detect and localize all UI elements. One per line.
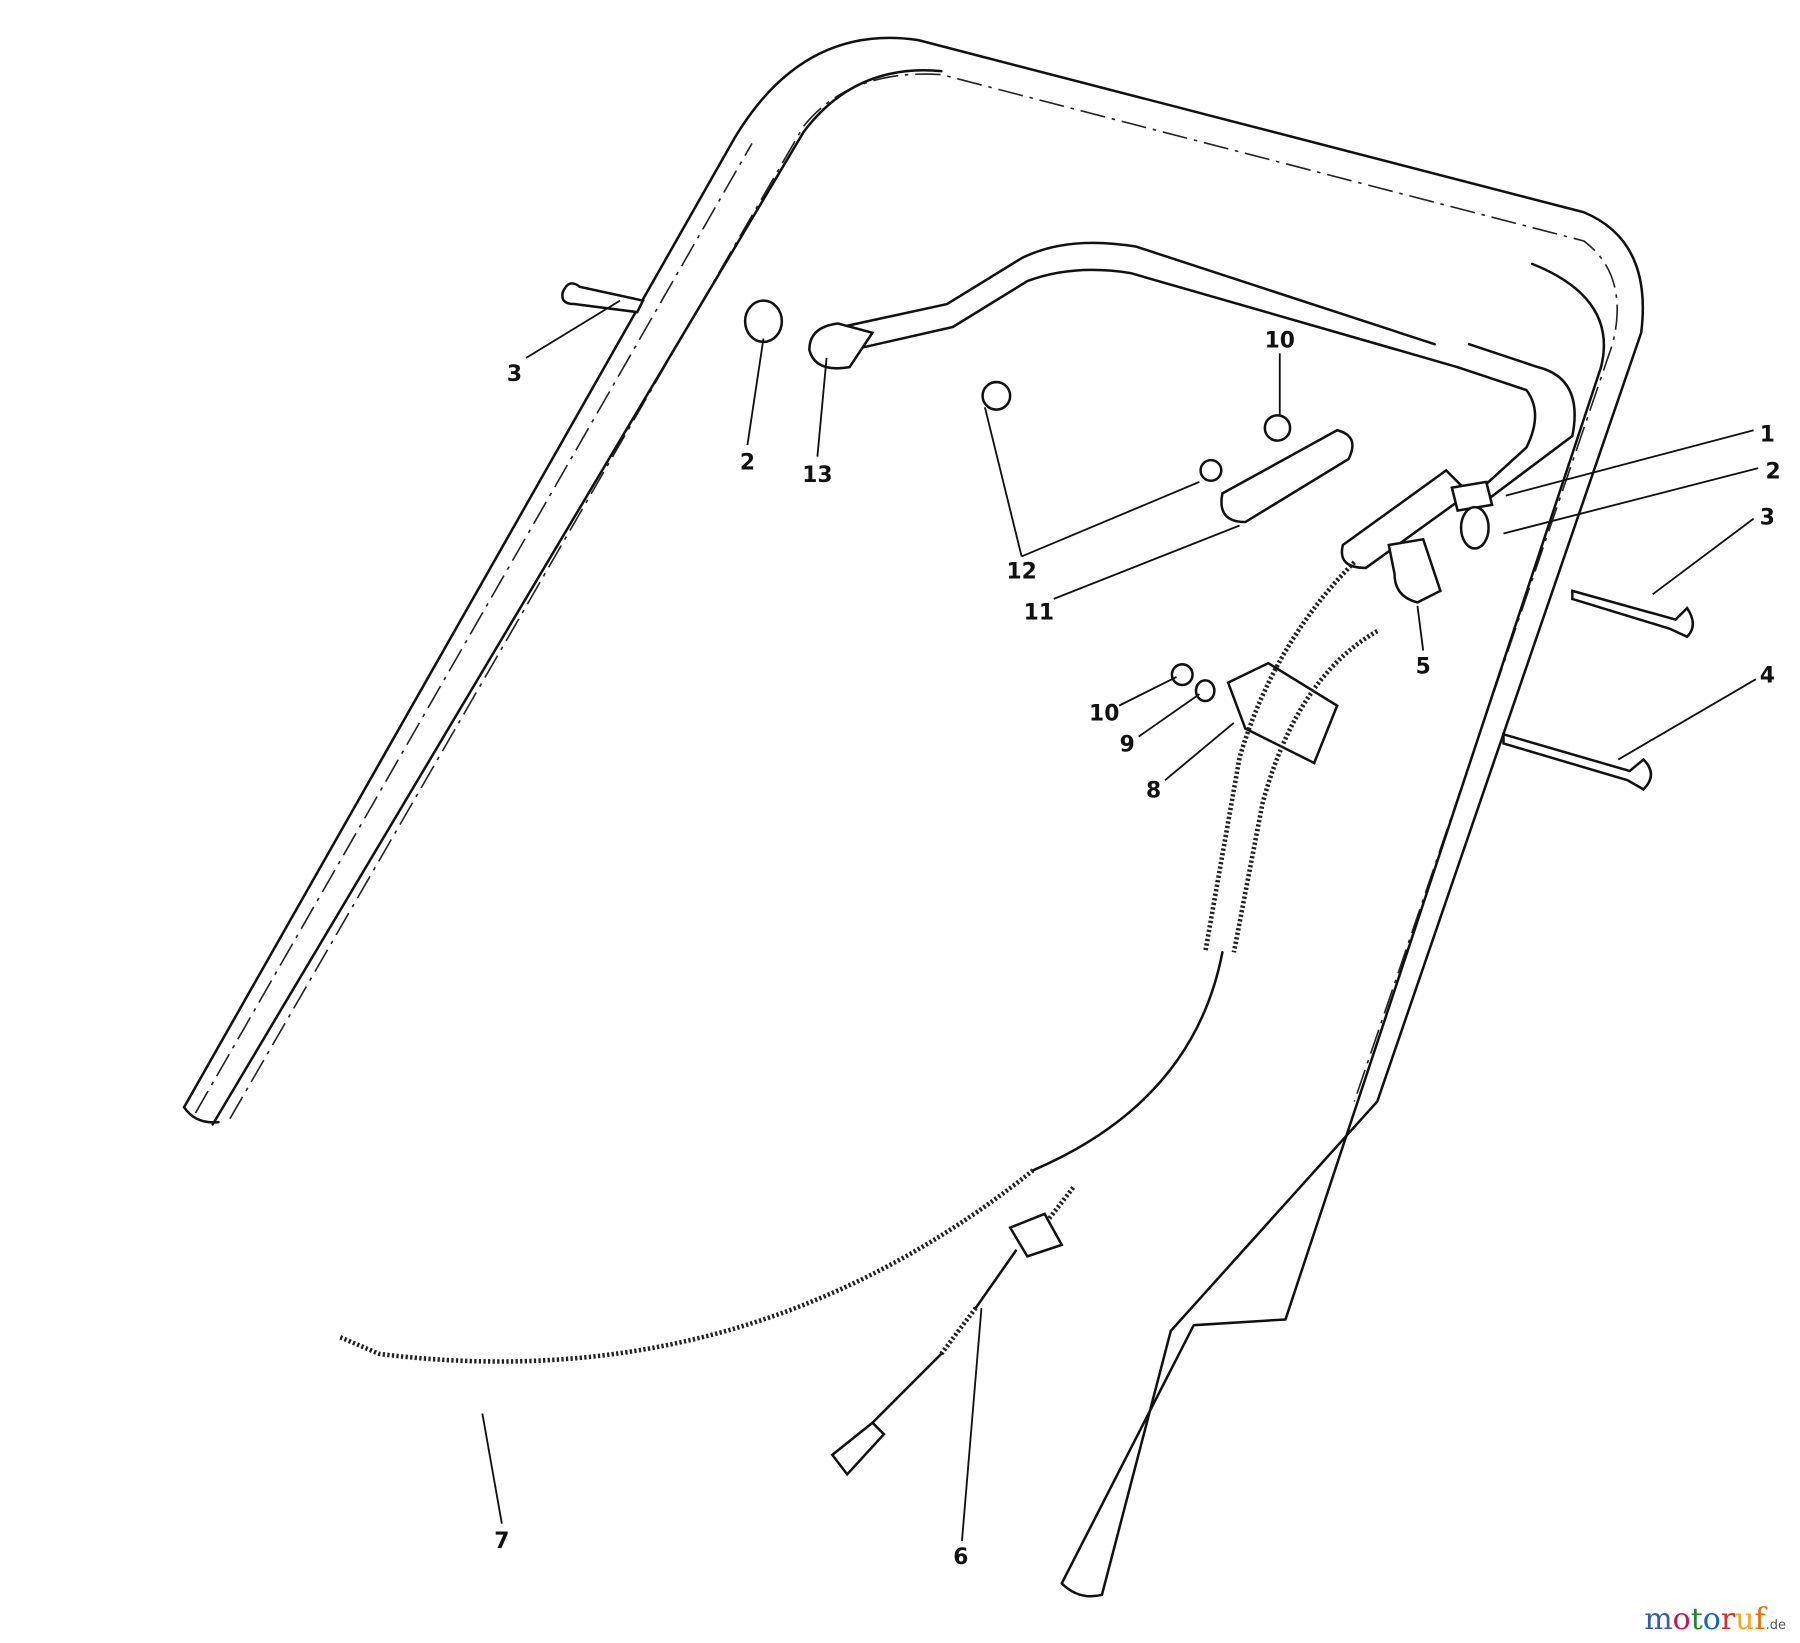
callout-5: 5 <box>1416 654 1431 679</box>
callout-1: 1 <box>1760 423 1775 448</box>
callout-7: 7 <box>494 1529 509 1554</box>
callout-8: 8 <box>1146 778 1161 803</box>
callout-10-lower: 10 <box>1089 702 1119 727</box>
callout-12: 12 <box>1006 559 1036 584</box>
leader-lines <box>481 299 1759 1541</box>
callout-6: 6 <box>953 1545 968 1570</box>
cables <box>338 560 1379 1477</box>
outer-handle <box>182 36 1645 1598</box>
callout-3-right: 3 <box>1760 505 1775 530</box>
callout-2-right: 2 <box>1766 459 1781 484</box>
watermark-logo: motoruf.de <box>1644 1602 1786 1637</box>
watermark-tld: .de <box>1765 1618 1786 1633</box>
callout-4: 4 <box>1760 664 1775 689</box>
callout-3-left: 3 <box>507 362 522 387</box>
hardware <box>561 282 1695 791</box>
control-bail <box>808 241 1576 570</box>
callout-11: 11 <box>1024 601 1054 626</box>
callout-2-left: 2 <box>740 450 755 475</box>
callout-9: 9 <box>1120 733 1135 758</box>
callout-13: 13 <box>802 463 832 488</box>
callout-10-top: 10 <box>1265 329 1295 354</box>
